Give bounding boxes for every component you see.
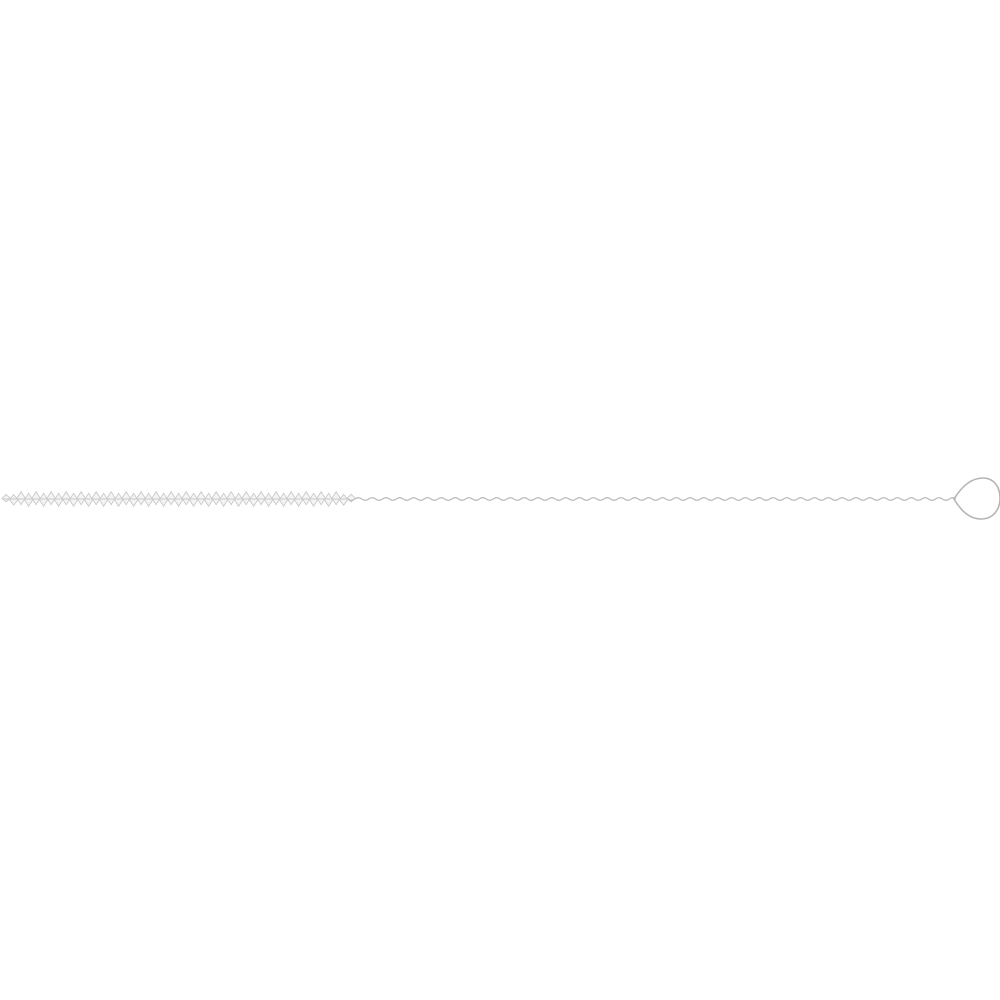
bristle-tuft [278,492,289,508]
bristle-tuft [38,492,49,508]
bristle-tuft [46,490,56,506]
bristle-tuft [98,492,109,508]
bristle-tuft [136,490,146,506]
bristle-tuft [121,490,131,506]
bristle-tuft [53,492,64,508]
bristle-tuft [196,490,206,506]
bristle-tuft [128,492,139,508]
bristle-tuft [91,490,101,506]
bristle-tuft [166,490,176,506]
handle-loop-icon [953,477,1000,520]
bristle-tuft [323,492,334,508]
bristle-tuft [338,493,349,507]
bristle-tuft [256,490,266,506]
bristle-tuft [218,492,229,508]
bristle-tuft [83,492,94,508]
brush-bristle-section [1,490,356,508]
bristle-tuft [271,490,281,506]
bristle-tuft [113,492,124,508]
bristle-tuft [76,490,86,506]
bristle-tuft [331,490,341,506]
bristle-tuft [181,490,191,506]
bristle-tuft [8,493,19,506]
bristle-tuft [106,490,116,506]
bristle-tuft [308,492,319,508]
bristle-tuft [316,490,326,506]
bristle-tuft [226,490,236,506]
bristle-tuft [143,492,154,508]
bristle-tuft [188,492,199,508]
bristle-tuft [31,490,41,506]
bristle-tuft [1,494,11,503]
wire-loop-end [953,477,1000,520]
bristle-tuft [301,490,311,506]
bristle-tuft [263,492,274,508]
bristle-tuft [16,490,26,506]
twisted-wire-strand [347,496,957,502]
bristle-tuft [68,492,79,508]
bristle-tuft [23,492,34,508]
bristle-tuft [233,492,244,508]
bristle-tuft [211,490,221,506]
twisted-wire-handle [347,496,957,502]
bristle-tuft [248,492,259,508]
bristle-tuft [173,492,184,508]
bristle-tuft [286,490,296,506]
bristle-tuft [151,490,161,506]
bristle-tuft [158,492,169,508]
bristle-tuft [241,490,251,506]
bristle-tuft [293,492,304,508]
bristle-tuft [61,490,71,506]
bristle-tuft [203,492,214,508]
